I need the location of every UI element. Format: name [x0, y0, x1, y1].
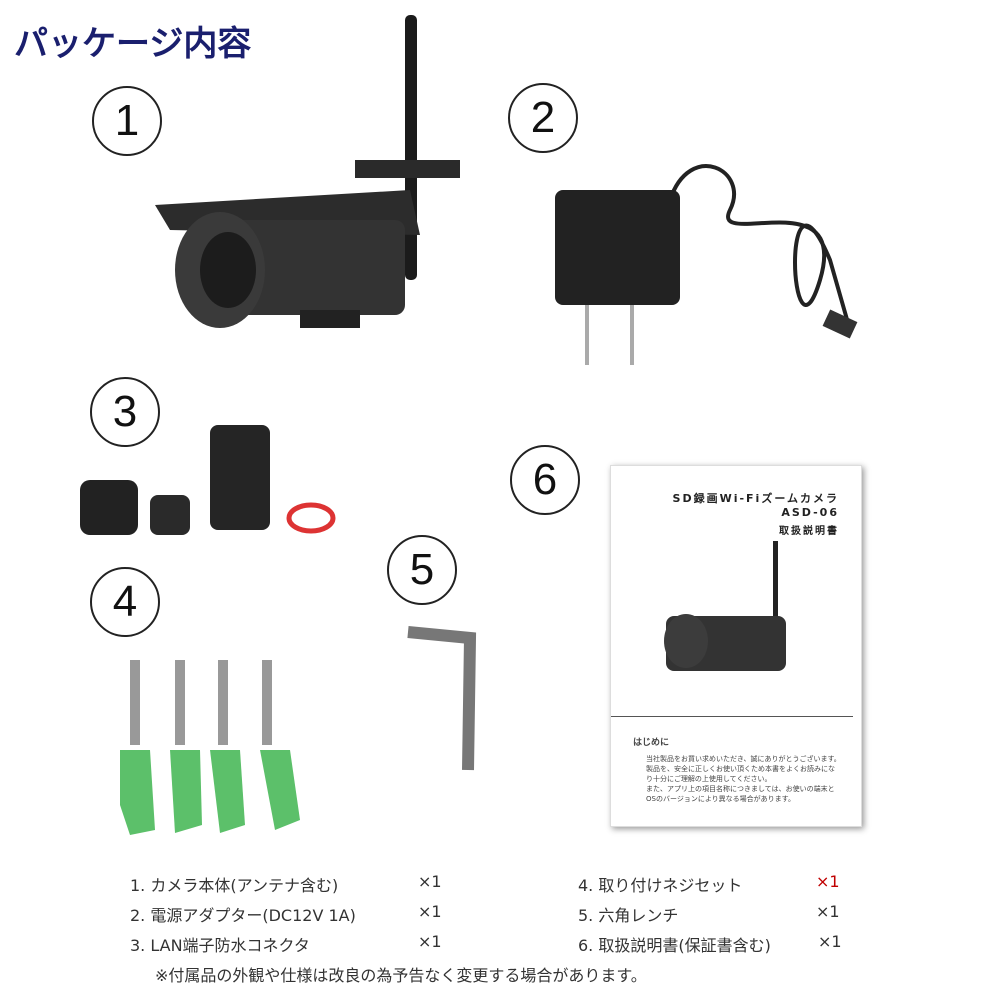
number-4: 4: [90, 567, 160, 637]
page-title: パッケージ内容: [14, 24, 252, 64]
number-2: 2: [508, 83, 578, 153]
manual-image: SD録画Wi-Fiズームカメラ ASD-06 取扱説明書 はじめに 当社製品をお…: [610, 465, 862, 827]
manual-model: ASD-06: [781, 506, 839, 519]
number-6: 6: [510, 445, 580, 515]
manual-camera-image: [664, 541, 786, 671]
number-5: 5: [387, 535, 457, 605]
number-3: 3: [90, 377, 160, 447]
power-adapter-image: [555, 164, 858, 365]
item-1: 1. カメラ本体(アンテナ含む)×1: [130, 872, 442, 895]
manual-subtitle: 取扱説明書: [779, 526, 839, 537]
item-4: 4. 取り付けネジセット×1: [578, 872, 840, 895]
manual-section: はじめに: [633, 738, 670, 748]
waterproof-connector-image: [80, 425, 336, 535]
disclaimer-note: ※付属品の外観や仕様は改良の為予告なく変更する場合があります。: [155, 966, 647, 985]
item-5: 5. 六角レンチ×1: [578, 902, 840, 925]
hex-wrench-image: [407, 626, 477, 771]
manual-body: 当社製品をお買い求めいただき、誠にありがとうございます。製品を、安全に正しくお使…: [646, 755, 841, 803]
item-2: 2. 電源アダプター(DC12V 1A)×1: [130, 902, 442, 925]
item-3: 3. LAN端子防水コネクタ×1: [130, 932, 442, 955]
screw-set-image: [120, 660, 300, 835]
manual-title: SD録画Wi-Fiズームカメラ: [672, 492, 839, 505]
number-1: 1: [92, 86, 162, 156]
item-6: 6. 取扱説明書(保証書含む)×1: [578, 932, 842, 955]
camera-image: [155, 15, 460, 328]
